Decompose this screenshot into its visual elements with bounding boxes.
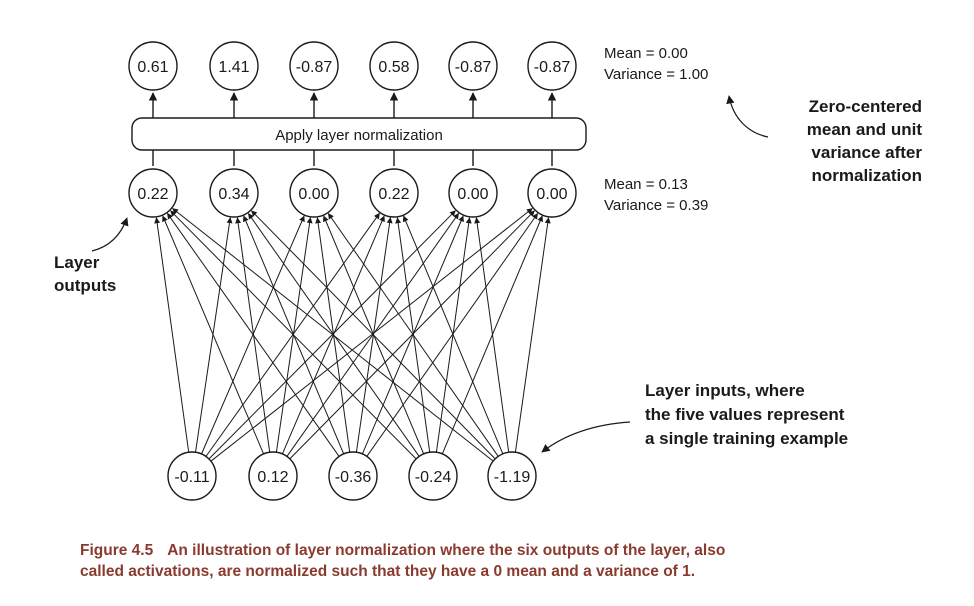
callout-line: mean and unit <box>807 120 923 139</box>
output-node: 0.22 <box>128 168 178 218</box>
input-node: -0.24 <box>408 451 458 501</box>
normalized-value: -0.87 <box>534 59 571 76</box>
figure-label: Figure 4.5 <box>80 542 154 559</box>
layer-inputs-callout: Layer inputs, where the five values repr… <box>541 381 848 453</box>
connection-arrow <box>327 213 499 457</box>
input-node: 0.12 <box>248 451 298 501</box>
connection-arrow <box>208 210 456 460</box>
callout-line: Zero-centered <box>809 97 922 116</box>
layer-outputs-callout: Layer outputs <box>54 217 129 295</box>
input-value: -0.36 <box>335 469 372 486</box>
callout-arrow <box>91 217 129 252</box>
stats-before-normalization: Mean = 0.13 Variance = 0.39 <box>604 176 708 214</box>
normalized-node: -0.87 <box>448 41 498 91</box>
input-node: -1.19 <box>487 451 537 501</box>
normalization-output-arrows <box>148 92 557 118</box>
stats-after-normalization: Mean = 0.00 Variance = 1.00 <box>604 45 708 83</box>
connection-arrow <box>289 210 535 460</box>
input-value: 0.12 <box>257 469 288 486</box>
normalized-value: 0.61 <box>137 59 168 76</box>
output-value: 0.00 <box>536 186 567 203</box>
caption-line-1: Figure 4.5 An illustration of layer norma… <box>80 540 960 561</box>
normalized-value: 0.58 <box>378 59 409 76</box>
normalized-outputs: 0.61 1.41 -0.87 0.58 -0.87 -0.87 <box>128 41 577 91</box>
connection-arrow <box>210 208 533 462</box>
mean-before-label: Mean = 0.13 <box>604 176 688 193</box>
callout-line: Layer inputs, where <box>645 381 805 400</box>
input-value: -0.11 <box>174 469 209 486</box>
normalized-value: 1.41 <box>218 59 249 76</box>
output-node: 0.00 <box>289 168 339 218</box>
normalized-value: -0.87 <box>455 59 492 76</box>
normalized-node: 0.58 <box>369 41 419 91</box>
connection-lines <box>154 208 551 462</box>
figure-caption: Figure 4.5 An illustration of layer norma… <box>80 540 960 582</box>
normalized-node: -0.87 <box>527 41 577 91</box>
output-value: 0.22 <box>137 186 168 203</box>
output-value: 0.34 <box>218 186 249 203</box>
input-node: -0.11 <box>167 451 217 501</box>
normalized-node: -0.87 <box>289 41 339 91</box>
normalized-node: 0.61 <box>128 41 178 91</box>
output-value: 0.00 <box>457 186 488 203</box>
input-node: -0.36 <box>328 451 378 501</box>
normalized-value: -0.87 <box>296 59 333 76</box>
connection-arrow <box>170 210 417 460</box>
callout-line: outputs <box>54 276 116 295</box>
mean-after-label: Mean = 0.00 <box>604 45 688 62</box>
output-node: 0.22 <box>369 168 419 218</box>
callout-line: Layer <box>54 253 100 272</box>
layer-norm-label: Apply layer normalization <box>275 127 443 144</box>
connection-arrow <box>251 210 496 460</box>
output-node: 0.34 <box>209 168 259 218</box>
variance-after-label: Variance = 1.00 <box>604 66 708 83</box>
callout-line: a single training example <box>645 429 848 448</box>
layer-output-ticks <box>152 150 553 166</box>
normalized-node: 1.41 <box>209 41 259 91</box>
connection-arrow <box>366 213 539 457</box>
layer-norm-block: Apply layer normalization <box>131 117 587 151</box>
layer-normalization-diagram: 0.61 1.41 -0.87 0.58 -0.87 -0.87 Apply l… <box>54 41 923 501</box>
output-node: 0.00 <box>527 168 577 218</box>
connection-arrow <box>172 208 494 462</box>
input-value: -1.19 <box>494 469 531 486</box>
variance-before-label: Variance = 0.39 <box>604 197 708 214</box>
output-value: 0.00 <box>298 186 329 203</box>
callout-line: normalization <box>811 166 922 185</box>
connection-arrow <box>402 215 504 454</box>
input-value: -0.24 <box>415 469 452 486</box>
layer-outputs: 0.22 0.34 0.00 0.22 0.00 0.00 <box>128 168 577 218</box>
output-value: 0.22 <box>378 186 409 203</box>
connection-arrow <box>162 215 265 455</box>
zero-centered-callout: Zero-centered mean and unit variance aft… <box>726 95 923 185</box>
callout-arrow <box>726 95 769 138</box>
connection-arrow <box>514 217 551 453</box>
layer-inputs: -0.11 0.12 -0.36 -0.24 -1.19 <box>167 451 537 501</box>
connection-arrow <box>474 217 510 453</box>
callout-line: variance after <box>811 143 922 162</box>
connection-arrow <box>154 217 190 453</box>
caption-text: An illustration of layer normalization w… <box>167 542 726 559</box>
callout-arrow <box>541 421 631 453</box>
callout-line: the five values represent <box>645 405 845 424</box>
caption-line-2: called activations, are normalized such … <box>80 563 696 580</box>
connection-arrow <box>166 212 340 457</box>
output-node: 0.00 <box>448 168 498 218</box>
